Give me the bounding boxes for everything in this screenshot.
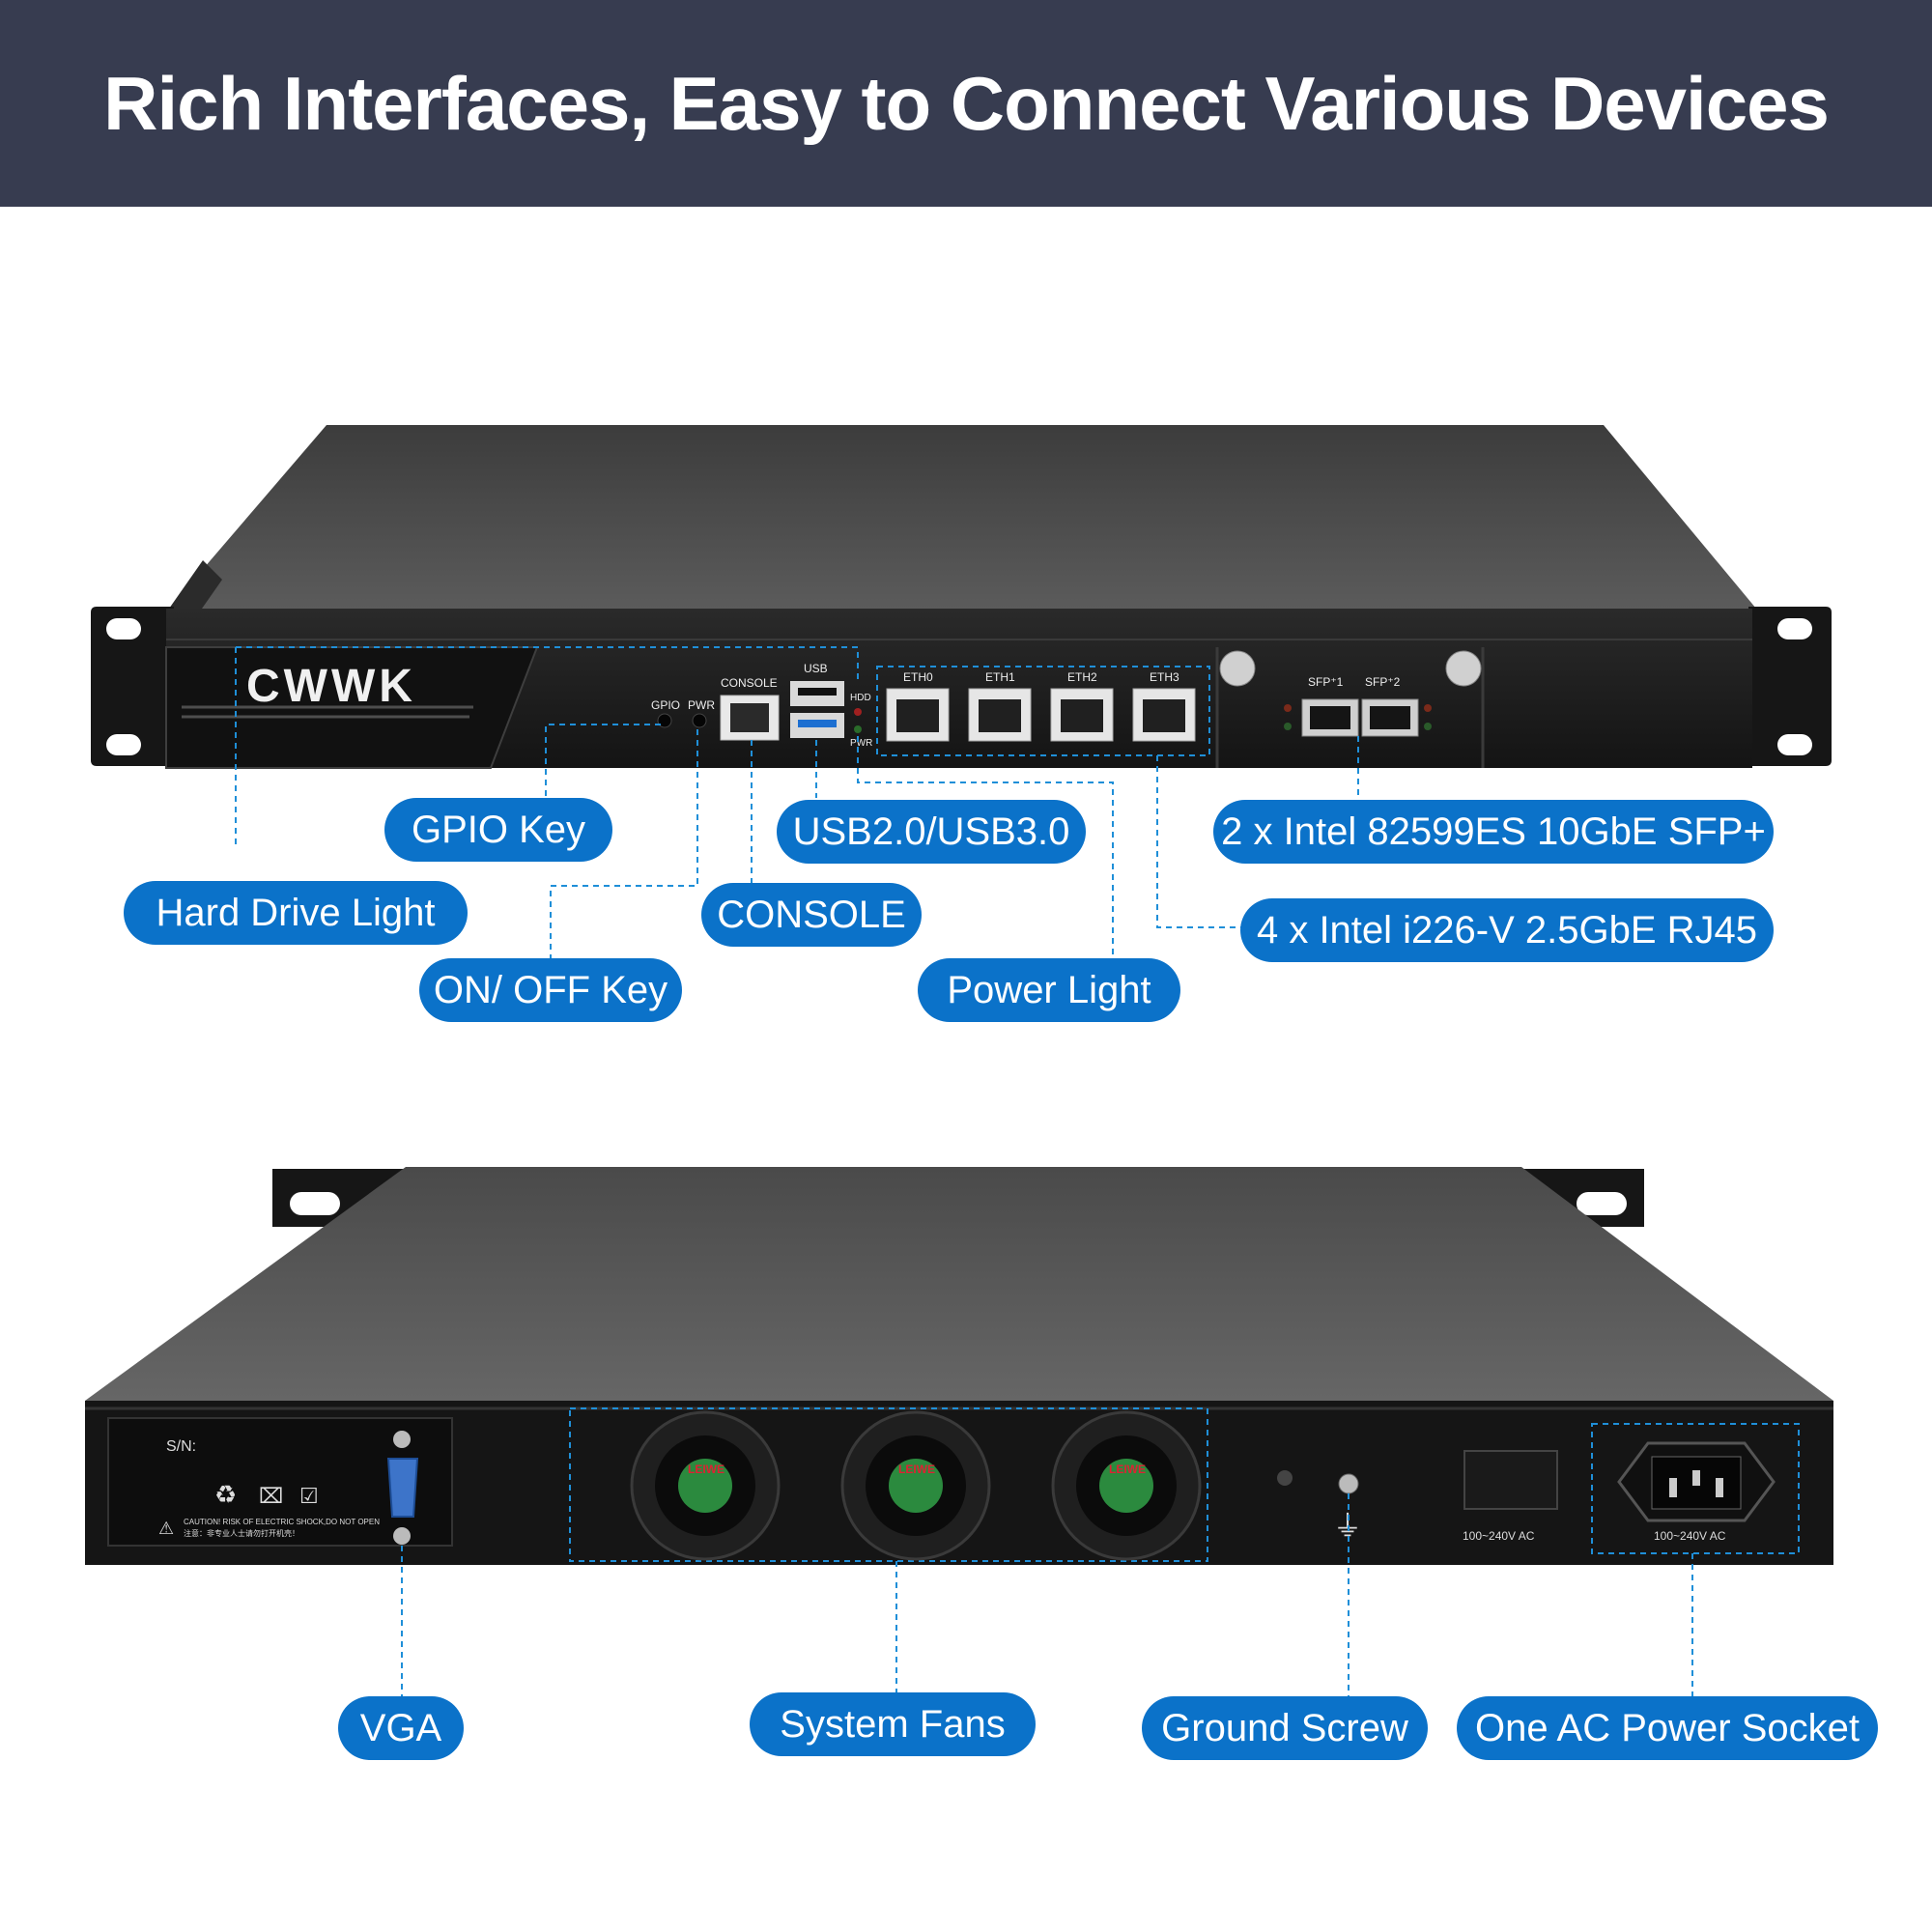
fan-group-outline xyxy=(569,1407,1208,1562)
vga-screw-bottom xyxy=(393,1527,411,1545)
rack-ear-hole xyxy=(1777,618,1812,639)
eth3-label: ETH3 xyxy=(1150,670,1179,684)
caution-text-cn: 注意：非专业人士请勿打开机壳！ xyxy=(184,1528,299,1538)
system-fan-2: LEIWE xyxy=(840,1410,991,1561)
sfp1-led xyxy=(1284,723,1292,730)
front-chassis-top xyxy=(169,425,1756,609)
rohs-icon: ☑ xyxy=(299,1484,319,1508)
warning-icon: ⚠ xyxy=(158,1519,174,1538)
pwr-led xyxy=(854,725,862,733)
callout-vga: VGA xyxy=(338,1696,464,1760)
eth1-label: ETH1 xyxy=(985,670,1015,684)
rear-device: S/N: ♻ ⌧ ☑ ⚠ CAUTION! RISK OF ELECTRIC S… xyxy=(85,1167,1833,1696)
rack-ear-left xyxy=(91,607,174,766)
gpio-label: GPIO xyxy=(651,698,680,712)
voltage-label-left: 100~240V AC xyxy=(1463,1529,1535,1543)
eth2-port[interactable]: ETH2 xyxy=(1050,670,1114,742)
thumbscrew-left xyxy=(1219,650,1256,687)
rear-chassis-top xyxy=(85,1167,1833,1401)
rack-ear-hole xyxy=(106,734,141,755)
callout-console: CONSOLE xyxy=(701,883,922,947)
sfp2-led xyxy=(1424,704,1432,712)
rack-ear-hole xyxy=(1577,1192,1627,1215)
callout-hard-drive-light: Hard Drive Light xyxy=(124,881,468,945)
weee-icon: ⌧ xyxy=(259,1484,283,1508)
pwr-label: PWR xyxy=(688,698,715,712)
serial-number-label: S/N: xyxy=(166,1438,196,1455)
fan-brand: LEIWE xyxy=(1109,1463,1146,1476)
hdd-led xyxy=(854,708,862,716)
header-banner: Rich Interfaces, Easy to Connect Various… xyxy=(0,0,1932,207)
eth2-label: ETH2 xyxy=(1067,670,1097,684)
eth3-port[interactable]: ETH3 xyxy=(1132,670,1196,742)
system-fan-1: LEIWE xyxy=(630,1410,781,1561)
callout-power-light: Power Light xyxy=(918,958,1180,1022)
power-button[interactable] xyxy=(692,713,707,728)
eth0-label: ETH0 xyxy=(903,670,933,684)
callout-system-fans: System Fans xyxy=(750,1692,1036,1756)
rack-ear-hole xyxy=(290,1192,340,1215)
sfp1-label: SFP⁺1 xyxy=(1308,675,1344,689)
sfp2-led xyxy=(1424,723,1432,730)
callout-sfp: 2 x Intel 82599ES 10GbE SFP+ xyxy=(1213,800,1774,864)
ac-socket-outline xyxy=(1591,1423,1800,1554)
sfp2-label: SFP⁺2 xyxy=(1365,675,1401,689)
rear-leader-lines xyxy=(401,1493,1693,1696)
sfp1-led xyxy=(1284,704,1292,712)
fan-brand: LEIWE xyxy=(898,1463,935,1476)
brand-logo: CWWK xyxy=(246,661,416,712)
rack-ear-hole xyxy=(106,618,141,639)
front-leader-lines xyxy=(235,646,1359,962)
callout-ac-socket: One AC Power Socket xyxy=(1457,1696,1878,1760)
console-label: CONSOLE xyxy=(721,676,778,690)
system-fan-3: LEIWE xyxy=(1051,1410,1202,1561)
pwr-led-label: PWR xyxy=(850,738,872,749)
rj45-group-outline xyxy=(876,666,1210,756)
eth0-port[interactable]: ETH0 xyxy=(886,670,950,742)
callout-ground-screw: Ground Screw xyxy=(1142,1696,1428,1760)
ground-screw[interactable] xyxy=(1338,1473,1359,1494)
panel-screw xyxy=(1277,1470,1293,1486)
rack-ear-hole xyxy=(1777,734,1812,755)
front-device: CWWK GPIO PWR CONSOLE USB HDD PWR ETH0 E… xyxy=(91,425,1832,962)
callout-rj45: 4 x Intel i226-V 2.5GbE RJ45 xyxy=(1240,898,1774,962)
page-title: Rich Interfaces, Easy to Connect Various… xyxy=(103,60,1830,146)
vga-screw-top xyxy=(393,1431,411,1448)
eth1-port[interactable]: ETH1 xyxy=(968,670,1032,742)
voltage-label-right: 100~240V AC xyxy=(1654,1529,1726,1543)
caution-text: CAUTION! RISK OF ELECTRIC SHOCK,DO NOT O… xyxy=(184,1518,380,1526)
hdd-led-label: HDD xyxy=(850,693,871,703)
callout-on-off-key: ON/ OFF Key xyxy=(419,958,682,1022)
callout-gpio-key: GPIO Key xyxy=(384,798,612,862)
usb-label: USB xyxy=(804,662,828,675)
gpio-button[interactable] xyxy=(657,713,672,728)
recycle-icon: ♻ xyxy=(214,1480,237,1509)
thumbscrew-right xyxy=(1445,650,1482,687)
callout-usb: USB2.0/USB3.0 xyxy=(777,800,1086,864)
rack-ear-right xyxy=(1748,607,1832,766)
fan-brand: LEIWE xyxy=(688,1463,724,1476)
blank-psu-slot xyxy=(1463,1450,1558,1510)
vga-port[interactable] xyxy=(386,1458,419,1518)
